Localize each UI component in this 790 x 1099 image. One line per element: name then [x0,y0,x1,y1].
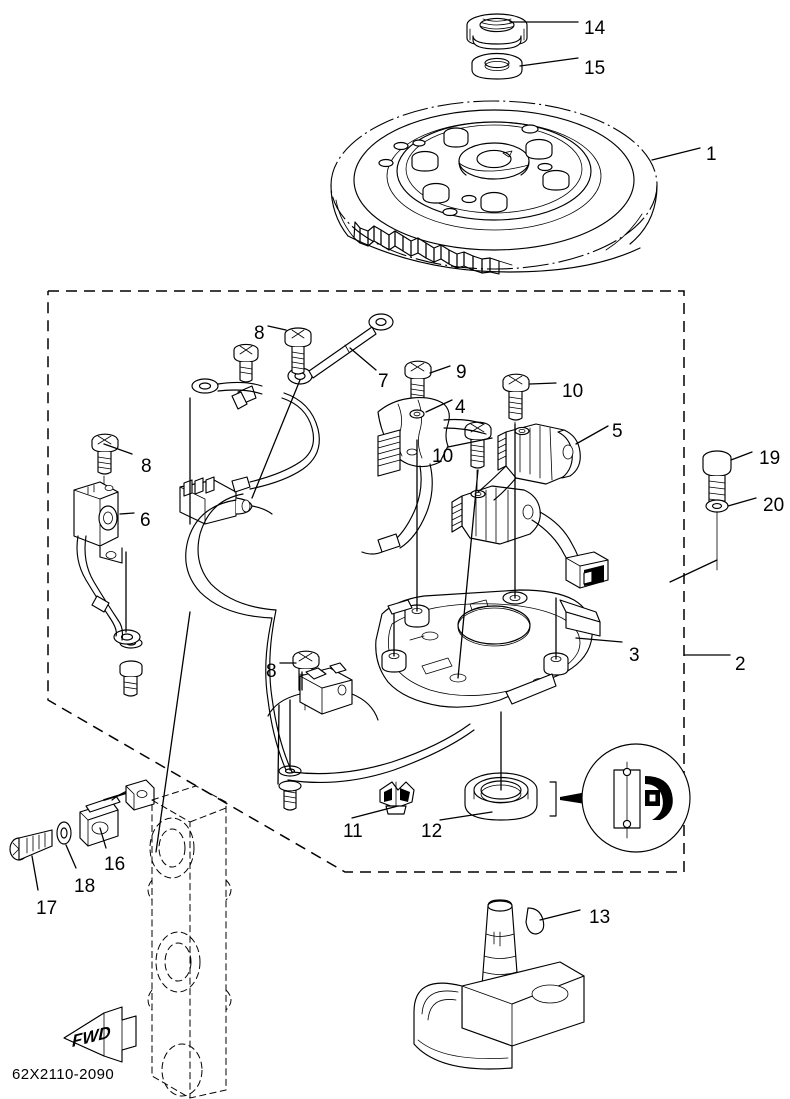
callout-flywheel-washer: 15 [584,58,606,79]
part-flywheel [330,100,658,275]
callout-screw: 8 [254,323,265,344]
assembly-boundary-box [47,290,685,873]
part-ignition-coil-center [267,662,379,721]
detail-callout-circle [581,743,691,853]
part-number-label: 62X2110-2090 [12,1066,115,1083]
part-cord-holder-group [9,779,232,1099]
callout-assembly-boundary: 2 [735,654,746,675]
part-wire-connector [179,476,273,525]
callout-woodruff-key: 13 [589,907,611,928]
callout-washer: 20 [763,495,785,516]
callout-bearing: 12 [421,821,443,842]
callout-pulser-coil: 4 [455,397,466,418]
part-washer-20 [705,499,729,571]
callout-wire-clamp: 11 [343,821,363,842]
part-base-plate [375,589,601,708]
leader-lines [31,21,757,921]
callout-ground-lead-wire: 7 [378,371,389,392]
wire-harness [185,378,475,784]
callout-cord-holder: 16 [104,854,126,875]
callout-ignition-coil-bracket: 6 [140,510,151,531]
callout-washer: 18 [74,876,96,897]
part-wire-clamp [379,781,415,815]
callout-bolt: 17 [36,898,58,919]
callout-screw: 9 [456,362,467,383]
callout-bolt: 19 [759,448,781,469]
callout-screw: 10 [432,446,454,467]
part-flywheel-washer [471,52,523,80]
callout-screw: 10 [562,381,584,402]
part-flywheel-nut [466,13,528,50]
part-stator-coils [451,423,609,589]
part-woodruff-key-group [413,899,585,1070]
callout-flywheel-magneto-rotor: 1 [706,144,717,165]
fwd-arrow-icon: FWD [63,1006,137,1063]
callout-stator-charge-coil: 5 [612,421,623,442]
callout-screw: 8 [141,456,152,477]
callout-flywheel-nut: 14 [584,18,606,39]
part-ignition-coil-left [73,481,141,645]
callout-screw: 8 [266,661,277,682]
part-pulser-coil [361,397,487,555]
callout-base-plate: 3 [629,645,640,666]
